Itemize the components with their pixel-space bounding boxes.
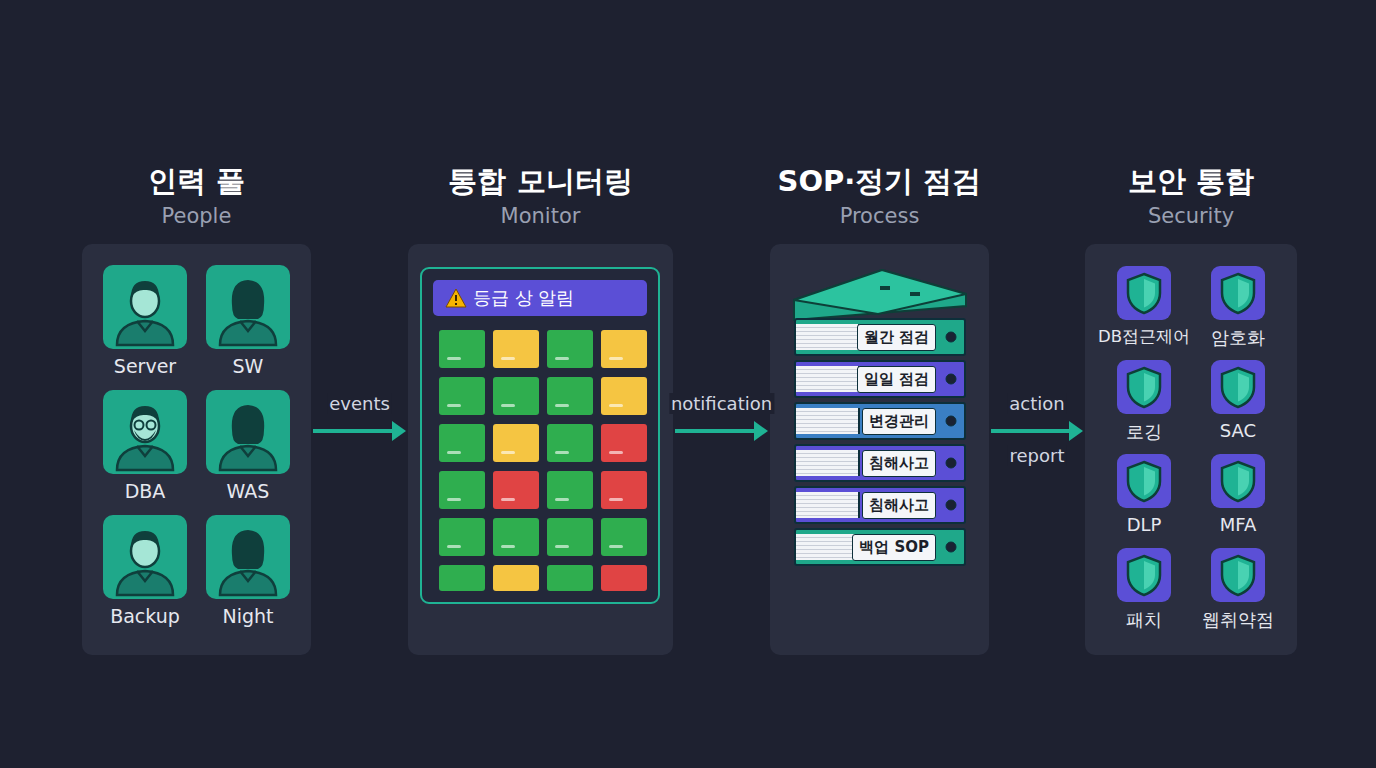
security-label: DB접근제어: [1077, 326, 1211, 348]
sop-binder: 침해사고: [794, 486, 966, 524]
alert-bar: 등급 상 알림: [433, 280, 647, 316]
person-label: DBA: [73, 480, 217, 502]
binder-pages: [796, 534, 860, 560]
security-tile: 웹취약점: [1211, 548, 1265, 602]
panel-title: 통합 모니터링: [348, 162, 733, 202]
shield-icon: [1117, 548, 1171, 602]
binder-pages: [796, 324, 860, 350]
shield-icon: [1117, 454, 1171, 508]
person-icon: [103, 390, 187, 474]
binder-label: 침해사고: [862, 450, 936, 477]
binder-ring: [944, 456, 958, 470]
sop-binder: 침해사고: [794, 444, 966, 482]
binder-ring: [944, 372, 958, 386]
person-tile: SW: [206, 265, 290, 349]
security-label: SAC: [1171, 420, 1305, 441]
binder-label: 일일 점검: [857, 366, 936, 393]
shield-icon: [1117, 266, 1171, 320]
person-label: SW: [176, 355, 320, 377]
panel-subtitle: Monitor: [348, 204, 733, 228]
shield-icon: [1211, 454, 1265, 508]
warning-icon: [445, 288, 467, 308]
flow-note: report: [1008, 445, 1067, 466]
person-label: WAS: [176, 480, 320, 502]
security-tile: 패치: [1117, 548, 1171, 602]
sop-binder: 일일 점검: [794, 360, 966, 398]
security-tile: 로깅: [1117, 360, 1171, 414]
security-label: 패치: [1077, 608, 1211, 632]
flow-arrow: [675, 421, 768, 441]
binder-ring: [944, 540, 958, 554]
flow-arrow: [313, 421, 406, 441]
group-panel: 인력 풀PeopleServerSWDBAWASBackupNight: [82, 244, 311, 655]
binder-label: 백업 SOP: [852, 534, 936, 561]
shield-icon: [1211, 548, 1265, 602]
person-icon: [103, 515, 187, 599]
shield-icon: [1211, 266, 1265, 320]
security-tile: DLP: [1117, 454, 1171, 508]
person-icon: [206, 265, 290, 349]
binder-pages: [796, 450, 860, 476]
security-tile: DB접근제어: [1117, 266, 1171, 320]
panel-subtitle: Security: [1025, 204, 1357, 228]
shield-icon: [1117, 360, 1171, 414]
shield-icon: [1211, 360, 1265, 414]
person-label: Server: [73, 355, 217, 377]
edge-label: action: [1007, 393, 1066, 414]
binder-pages: [796, 492, 860, 518]
security-label: 암호화: [1171, 326, 1305, 350]
sop-binder: 월간 점검: [794, 318, 966, 356]
person-label: Backup: [73, 605, 217, 627]
person-label: Night: [176, 605, 320, 627]
binder-label: 변경관리: [862, 408, 936, 435]
alert-text: 등급 상 알림: [473, 286, 574, 310]
person-icon: [206, 390, 290, 474]
security-tile: MFA: [1211, 454, 1265, 508]
security-tile: SAC: [1211, 360, 1265, 414]
person-tile: WAS: [206, 390, 290, 474]
group-panel: 보안 통합SecurityDB접근제어암호화로깅SACDLPMFA패치웹취약점: [1085, 244, 1297, 655]
security-label: MFA: [1171, 514, 1305, 535]
binder-ring: [944, 330, 958, 344]
security-label: DLP: [1077, 514, 1211, 535]
binder-pages: [796, 366, 860, 392]
security-label: 로깅: [1077, 420, 1211, 444]
person-tile: Night: [206, 515, 290, 599]
person-tile: DBA: [103, 390, 187, 474]
group-panel: SOP·정기 점검Process월간 점검일일 점검변경관리침해사고침해사고백업…: [770, 244, 989, 655]
panel-subtitle: People: [22, 204, 371, 228]
binder-ring: [944, 498, 958, 512]
panel-title: 보안 통합: [1025, 162, 1357, 202]
sop-binder: 백업 SOP: [794, 528, 966, 566]
panel-title: 인력 풀: [22, 162, 371, 202]
binder-ring: [944, 414, 958, 428]
person-icon: [103, 265, 187, 349]
panel-title: SOP·정기 점검: [710, 162, 1049, 202]
sop-binder: 변경관리: [794, 402, 966, 440]
group-panel: 통합 모니터링Monitor등급 상 알림: [408, 244, 673, 655]
edge-label: notification: [669, 393, 774, 414]
binder-label: 월간 점검: [857, 324, 936, 351]
person-tile: Server: [103, 265, 187, 349]
flow-arrow: [991, 421, 1083, 441]
binder-pages: [796, 408, 860, 434]
person-tile: Backup: [103, 515, 187, 599]
edge-label: events: [327, 393, 392, 414]
panel-subtitle: Process: [710, 204, 1049, 228]
security-tile: 암호화: [1211, 266, 1265, 320]
security-label: 웹취약점: [1171, 608, 1305, 632]
binder-label: 침해사고: [862, 492, 936, 519]
person-icon: [206, 515, 290, 599]
